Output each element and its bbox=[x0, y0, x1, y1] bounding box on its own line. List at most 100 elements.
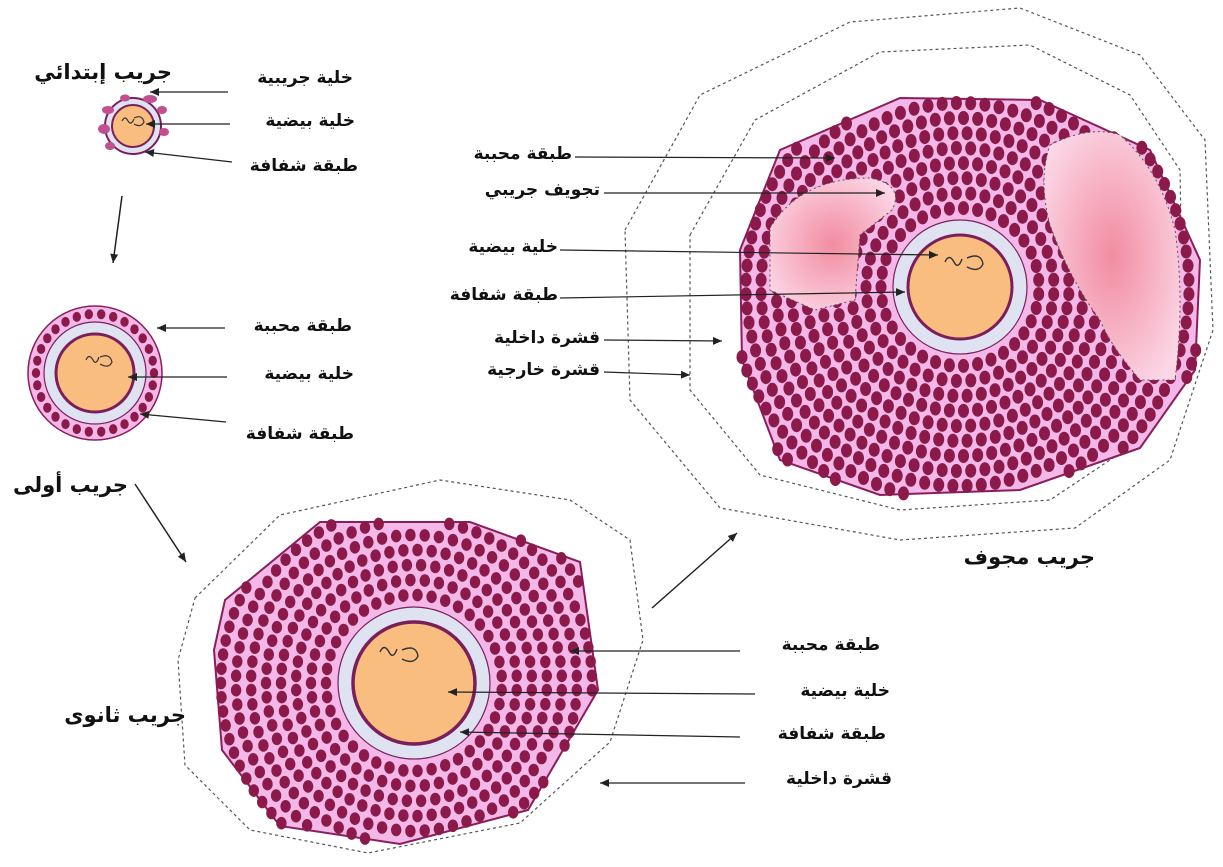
granulosa-cell bbox=[97, 309, 105, 319]
granulosa-cell bbox=[976, 433, 987, 447]
granulosa-cell bbox=[916, 116, 927, 130]
antral-leader-theca-externa bbox=[604, 372, 690, 375]
granulosa-cell bbox=[377, 532, 387, 545]
granulosa-cell bbox=[762, 329, 773, 343]
granulosa-cell bbox=[570, 600, 580, 613]
granulosa-cell bbox=[909, 149, 920, 163]
primordial-oocyte bbox=[112, 105, 154, 147]
granulosa-cell bbox=[814, 162, 825, 176]
granulosa-cell bbox=[898, 486, 909, 500]
granulosa-cell bbox=[229, 607, 239, 620]
granulosa-cell bbox=[930, 402, 941, 416]
granulosa-cell bbox=[1042, 315, 1053, 329]
granulosa-cell bbox=[760, 370, 771, 384]
granulosa-cell bbox=[416, 795, 426, 808]
granulosa-cell bbox=[440, 594, 450, 607]
granulosa-cell bbox=[891, 386, 902, 400]
granulosa-cell bbox=[831, 164, 842, 178]
granulosa-cell bbox=[587, 684, 597, 697]
granulosa-cell bbox=[412, 810, 422, 823]
granulosa-cell bbox=[917, 350, 928, 364]
granulosa-cell bbox=[145, 392, 153, 402]
granulosa-cell bbox=[85, 427, 93, 437]
granulosa-cell bbox=[492, 593, 502, 606]
granulosa-cell bbox=[1178, 231, 1189, 245]
granulosa-cell bbox=[555, 698, 565, 711]
granulosa-cell bbox=[321, 777, 331, 790]
granulosa-cell bbox=[859, 359, 870, 373]
granulosa-cell bbox=[1032, 165, 1043, 179]
granulosa-cell bbox=[572, 670, 582, 683]
granulosa-cell bbox=[359, 604, 369, 617]
granulosa-cell bbox=[139, 403, 147, 413]
granulosa-cell bbox=[371, 597, 381, 610]
granulosa-cell bbox=[876, 130, 887, 144]
granulosa-cell bbox=[564, 628, 574, 641]
granulosa-cell bbox=[255, 588, 265, 601]
granulosa-cell bbox=[1007, 104, 1018, 118]
granulosa-cell bbox=[336, 770, 346, 783]
granulosa-cell bbox=[43, 403, 51, 413]
granulosa-cell bbox=[979, 98, 990, 112]
granulosa-cell bbox=[299, 797, 309, 810]
granulosa-cell bbox=[783, 382, 794, 396]
granulosa-cell bbox=[511, 762, 521, 775]
granulosa-cell bbox=[878, 226, 889, 240]
granulosa-cell bbox=[508, 806, 518, 819]
granulosa-cell bbox=[1031, 259, 1042, 273]
granulosa-cell bbox=[937, 142, 948, 156]
granulosa-cell bbox=[326, 519, 336, 532]
granulosa-cell bbox=[1047, 121, 1058, 135]
antral-label-antrum: تجويف جريبي bbox=[458, 182, 600, 199]
granulosa-cell bbox=[864, 423, 875, 437]
granulosa-cell bbox=[303, 573, 313, 586]
stage-arrow-1 bbox=[113, 196, 122, 263]
granulosa-cell bbox=[976, 173, 987, 187]
granulosa-cell bbox=[831, 396, 842, 410]
granulosa-cell bbox=[377, 775, 387, 788]
granulosa-cell bbox=[841, 361, 852, 375]
granulosa-cell bbox=[1073, 378, 1084, 392]
granulosa-cell bbox=[1063, 287, 1074, 301]
granulosa-cell bbox=[845, 464, 856, 478]
granulosa-cell bbox=[806, 361, 817, 375]
granulosa-cell bbox=[420, 574, 430, 587]
granulosa-cell bbox=[933, 433, 944, 447]
granulosa-cell bbox=[97, 427, 105, 437]
granulosa-cell bbox=[262, 778, 272, 791]
granulosa-cell bbox=[805, 173, 816, 187]
granulosa-cell bbox=[744, 316, 755, 330]
granulosa-cell bbox=[986, 207, 997, 221]
granulosa-cell bbox=[283, 635, 293, 648]
granulosa-cell bbox=[994, 460, 1005, 474]
granulosa-cell bbox=[310, 648, 320, 661]
primordial-follicle-cell bbox=[98, 124, 110, 134]
granulosa-cell bbox=[149, 356, 157, 366]
granulosa-cell bbox=[1036, 374, 1047, 388]
granulosa-cell bbox=[325, 555, 335, 568]
granulosa-cell bbox=[1100, 393, 1111, 407]
granulosa-cell bbox=[109, 424, 117, 434]
granulosa-cell bbox=[306, 677, 316, 690]
granulosa-cell bbox=[902, 119, 913, 133]
granulosa-cell bbox=[1181, 370, 1192, 384]
granulosa-cell bbox=[856, 162, 867, 176]
granulosa-cell bbox=[1145, 152, 1156, 166]
granulosa-cell bbox=[529, 764, 539, 777]
granulosa-cell bbox=[470, 576, 480, 589]
granulosa-cell bbox=[1085, 329, 1096, 343]
granulosa-cell bbox=[235, 760, 245, 773]
granulosa-cell bbox=[986, 160, 997, 174]
granulosa-cell bbox=[1152, 396, 1163, 410]
granulosa-cell bbox=[542, 670, 552, 683]
granulosa-cell bbox=[538, 578, 548, 591]
granulosa-cell bbox=[947, 479, 958, 493]
granulosa-cell bbox=[454, 552, 464, 565]
granulosa-cell bbox=[944, 358, 955, 372]
granulosa-cell bbox=[475, 618, 485, 631]
granulosa-cell bbox=[537, 553, 547, 566]
granulosa-cell bbox=[845, 132, 856, 146]
granulosa-cell bbox=[1175, 217, 1186, 231]
granulosa-cell bbox=[998, 346, 1009, 360]
granulosa-cell bbox=[216, 677, 226, 690]
